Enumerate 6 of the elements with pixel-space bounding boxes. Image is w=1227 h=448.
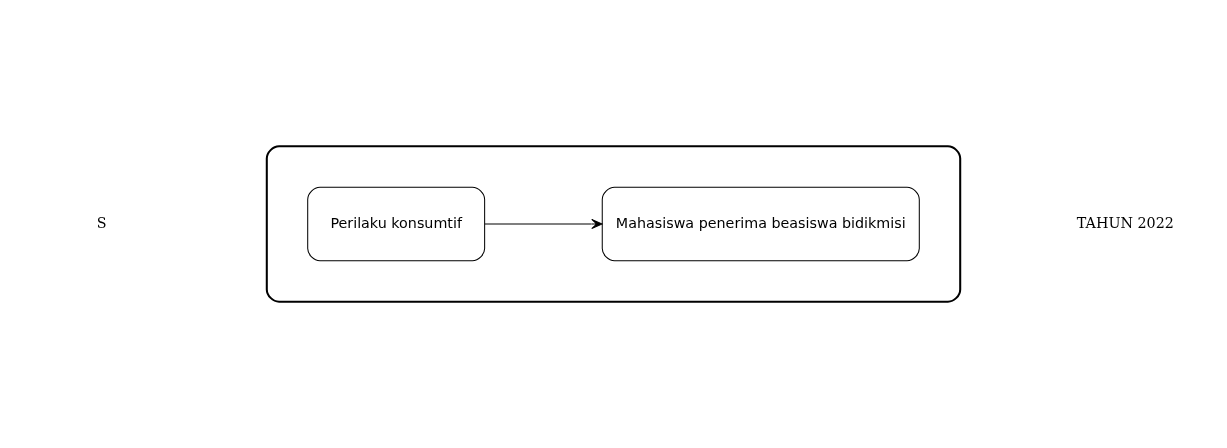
node-box: Perilaku konsumtif bbox=[307, 186, 486, 262]
label: S bbox=[96, 214, 107, 231]
cluster bbox=[265, 145, 962, 303]
label: TAHUN 2022 bbox=[1076, 214, 1174, 231]
arrow bbox=[484, 218, 603, 230]
node-box: Mahasiswa penerima beasiswa bidikmisi bbox=[601, 186, 920, 262]
